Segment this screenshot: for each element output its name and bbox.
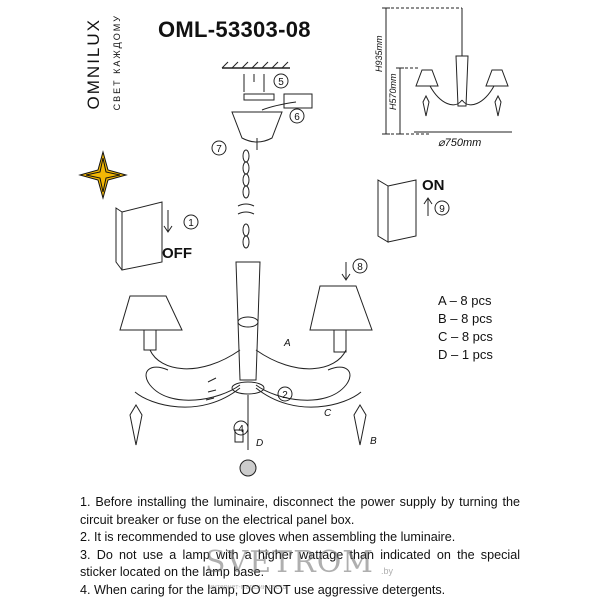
step-4: 4 (238, 424, 244, 435)
part-item: B – 8 pcs (438, 311, 493, 326)
part-letter-a: A (283, 338, 291, 349)
step-6: 6 (294, 112, 300, 123)
step-8: 8 (357, 262, 363, 273)
watermark: SVETROM (205, 545, 375, 580)
part-letter-c: C (324, 408, 332, 419)
step-5: 5 (278, 77, 284, 88)
watermark-sub: интернет-магазин света (209, 584, 287, 591)
part-item: D – 1 pcs (438, 347, 493, 362)
part-letter-b: B (370, 436, 377, 447)
on-label: ON (422, 177, 445, 194)
off-label: OFF (162, 245, 192, 262)
instruction-1: 1. Before installing the luminaire, disc… (80, 495, 520, 527)
step-7: 7 (216, 144, 222, 155)
step-9: 9 (439, 204, 445, 215)
watermark-suffix: .by (381, 566, 394, 576)
assembly-diagram: 1 2 4 5 6 7 8 9 OFF ON A B C D (115, 61, 450, 477)
step-1: 1 (188, 218, 194, 229)
model-title: OML-53303-08 (158, 17, 311, 42)
diameter: ⌀750mm (438, 137, 481, 149)
instruction-2: 2. It is recommended to use gloves when … (80, 530, 456, 544)
instruction-4: 4. When caring for the lamp, DO NOT use … (80, 582, 446, 597)
total-height: H935mm (374, 35, 384, 72)
part-item: A – 8 pcs (438, 293, 492, 308)
omnilux-logo-icon (78, 150, 128, 200)
body-height: H570mm (388, 73, 398, 110)
part-letter-d: D (256, 438, 263, 449)
dimension-drawing: H935mm H570mm ⌀750mm (374, 7, 512, 149)
parts-list: A – 8 pcs B – 8 pcs C – 8 pcs D – 1 pcs (438, 292, 493, 364)
instruction-3: 3. Do not use a lamp with a higher watta… (80, 547, 520, 580)
step-2: 2 (282, 390, 288, 401)
instructions: 1. Before installing the luminaire, disc… (80, 494, 520, 599)
part-item: C – 8 pcs (438, 329, 493, 344)
